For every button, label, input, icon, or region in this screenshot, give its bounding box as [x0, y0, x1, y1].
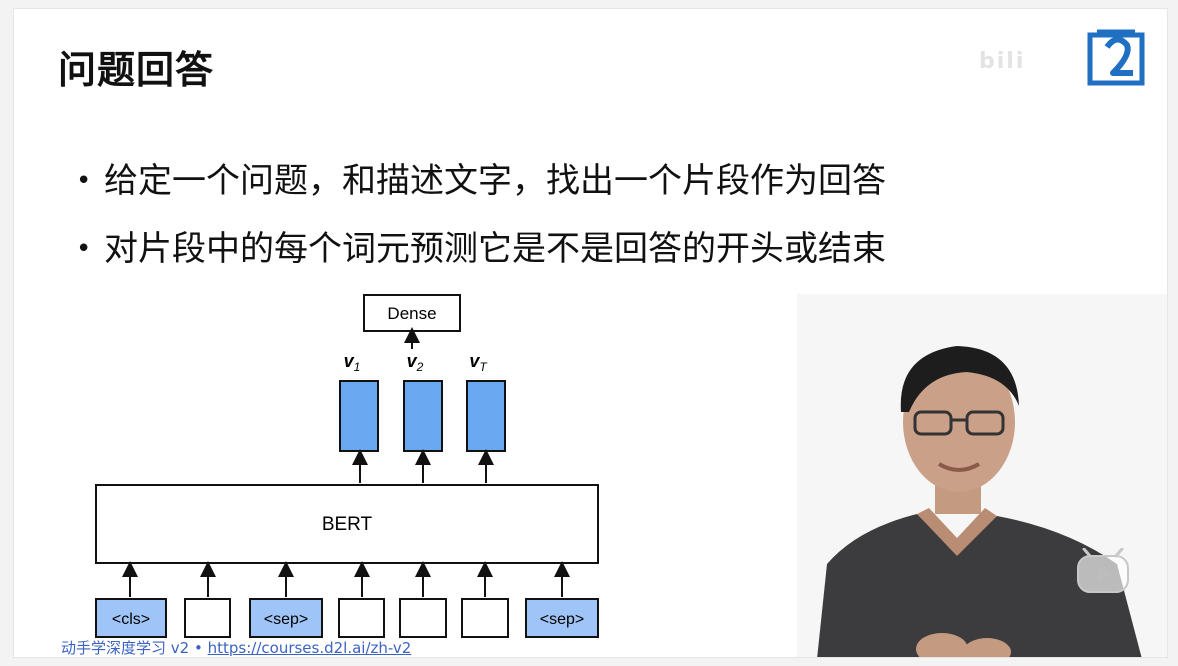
dense-label: Dense — [387, 304, 436, 323]
slide: 问题回答 bili •给定一个问题，和描述文字，找出一个片段作为回答 •对片段中… — [13, 8, 1168, 658]
footer: 动手学深度学习 v2 • https://courses.d2l.ai/zh-v… — [61, 637, 412, 657]
output-label-sub: 2 — [416, 360, 424, 374]
token-box — [461, 598, 509, 638]
output-vector-2 — [403, 380, 443, 452]
output-label-main: v — [344, 351, 355, 371]
footer-line — [14, 657, 659, 658]
output-vector-T — [466, 380, 506, 452]
output-label-v1: v1 — [344, 351, 361, 374]
bert-box — [95, 484, 599, 564]
token-label: <cls> — [112, 611, 150, 628]
token-label: <sep> — [540, 611, 584, 628]
output-label-vT: vT — [469, 351, 488, 374]
token-sep — [249, 598, 323, 638]
bert-qa-diagram: Dense v1 v2 vT BERT <cls> <sep> — [95, 294, 599, 638]
token-label: <sep> — [264, 611, 308, 628]
d2l-logo-icon — [1087, 29, 1145, 86]
presenter-video — [797, 294, 1167, 657]
bullet-item: •对片段中的每个词元预测它是不是回答的开头或结束 — [76, 229, 886, 269]
token-cls — [95, 598, 167, 638]
token-box — [184, 598, 231, 638]
bullet-item: •给定一个问题，和描述文字，找出一个片段作为回答 — [76, 161, 886, 201]
bert-label: BERT — [322, 514, 373, 535]
bullet-text: 对片段中的每个词元预测它是不是回答的开头或结束 — [104, 229, 886, 269]
output-vector-1 — [339, 380, 379, 452]
output-label-sub: T — [479, 360, 488, 374]
bullet-list: •给定一个问题，和描述文字，找出一个片段作为回答 •对片段中的每个词元预测它是不… — [72, 147, 886, 283]
output-label-sub: 1 — [354, 360, 361, 374]
token-box — [399, 598, 447, 638]
output-label-v2: v2 — [407, 351, 424, 374]
footer-link[interactable]: https://courses.d2l.ai/zh-v2 — [207, 639, 412, 657]
slide-title: 问题回答 — [58, 48, 215, 92]
footer-book: 动手学深度学习 v2 — [61, 639, 190, 657]
output-label-main: v — [407, 351, 418, 371]
footer-separator: • — [193, 639, 203, 657]
bullet-text: 给定一个问题，和描述文字，找出一个片段作为回答 — [104, 161, 886, 201]
play-icon[interactable] — [1076, 548, 1130, 594]
token-box — [338, 598, 385, 638]
token-sep — [525, 598, 599, 638]
bilibili-watermark: bili — [979, 49, 1026, 74]
output-label-main: v — [469, 351, 480, 371]
